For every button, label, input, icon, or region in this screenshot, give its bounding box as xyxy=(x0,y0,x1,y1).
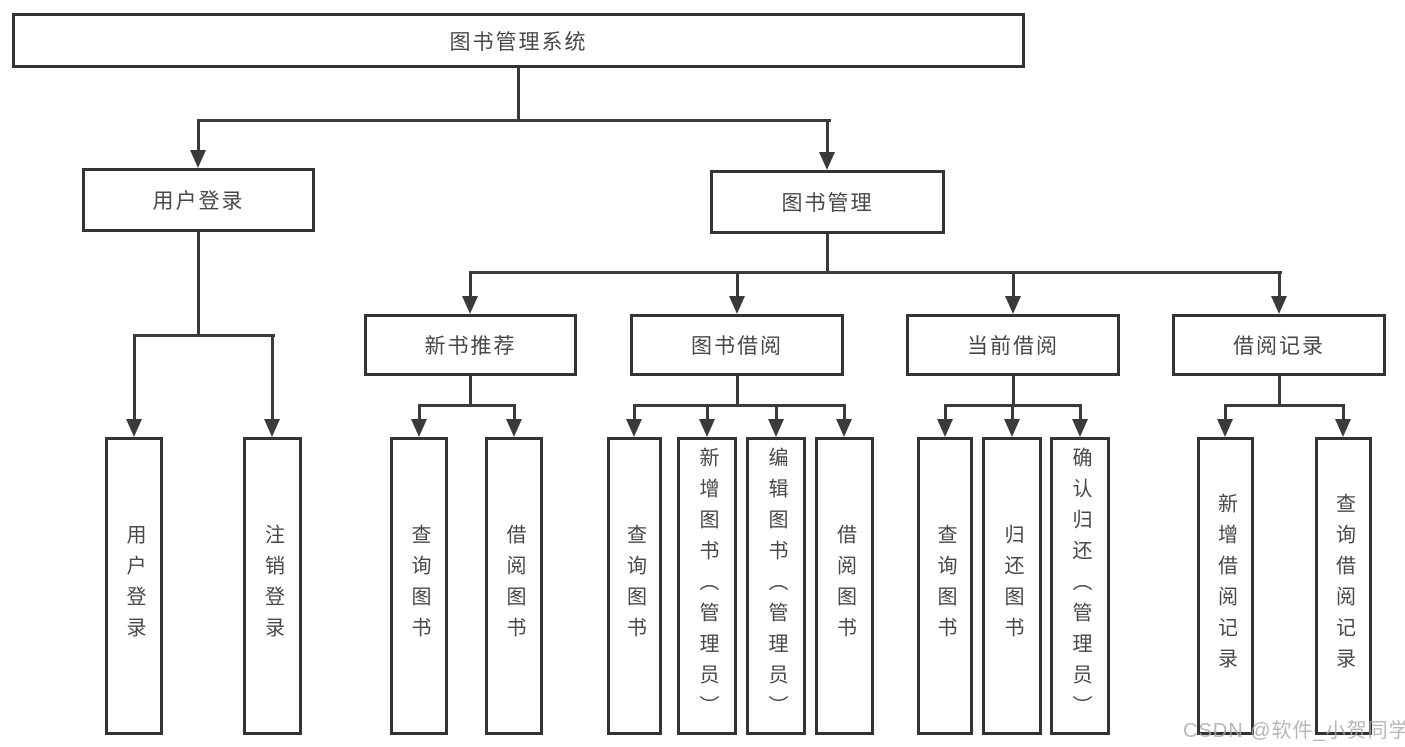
leaf-borrow-add-books-admin: 新增图书（管理员） xyxy=(677,437,737,735)
arrowhead xyxy=(1072,419,1088,437)
connector-line xyxy=(1012,376,1015,407)
leaf-recommend-borrow-books: 借阅图书 xyxy=(485,437,543,735)
node-label: 当前借阅 xyxy=(967,335,1059,358)
node-current-borrowing: 当前借阅 xyxy=(906,314,1120,376)
connector-line xyxy=(513,404,516,421)
connector-line xyxy=(706,404,709,421)
node-label: 图书借阅 xyxy=(691,335,783,358)
leaf-logout: 注销登录 xyxy=(243,437,302,735)
arrowhead xyxy=(836,419,852,437)
connector-line xyxy=(1011,404,1014,421)
connector-line xyxy=(469,271,1282,274)
connector-line xyxy=(418,404,421,421)
connector-line xyxy=(1278,376,1281,406)
connector-line xyxy=(1278,271,1281,298)
connector-line xyxy=(133,334,136,421)
arrowhead xyxy=(462,296,478,314)
arrowhead xyxy=(626,419,642,437)
node-book-management: 图书管理 xyxy=(710,170,945,234)
arrowhead xyxy=(768,419,784,437)
node-label: 借阅图书 xyxy=(833,524,856,648)
connector-line xyxy=(775,404,778,421)
node-label: 确认归还（管理员） xyxy=(1069,446,1091,726)
node-label: 图书管理系统 xyxy=(449,30,588,54)
connector-line xyxy=(469,376,472,406)
leaf-borrow-query-books: 查询图书 xyxy=(607,437,662,735)
leaf-current-return-books: 归还图书 xyxy=(982,437,1042,735)
node-label: 查询图书 xyxy=(408,524,430,648)
connector-line xyxy=(271,334,274,421)
node-label: 用户登录 xyxy=(123,524,145,648)
arrowhead xyxy=(1335,419,1351,437)
arrowhead xyxy=(126,419,142,437)
leaf-records-query-record: 查询借阅记录 xyxy=(1315,437,1372,735)
leaf-recommend-query-books: 查询图书 xyxy=(390,437,448,735)
connector-line xyxy=(197,119,831,122)
leaf-current-confirm-return-admin: 确认归还（管理员） xyxy=(1050,437,1110,735)
connector-line xyxy=(1079,404,1082,421)
csdn-watermark: CSDN @软件_小贺同学 xyxy=(1183,720,1405,742)
node-label: 编辑图书（管理员） xyxy=(765,446,787,726)
node-root-library-system: 图书管理系统 xyxy=(12,13,1025,68)
connector-line xyxy=(826,234,829,274)
connector-line xyxy=(1224,404,1227,421)
node-label: 新增图书（管理员） xyxy=(696,446,718,726)
node-label: 注销登录 xyxy=(261,524,284,648)
connector-line xyxy=(736,271,739,298)
node-borrowing-records: 借阅记录 xyxy=(1172,314,1386,376)
leaf-records-add-record: 新增借阅记录 xyxy=(1197,437,1254,735)
connector-line xyxy=(843,404,846,421)
arrowhead xyxy=(699,419,715,437)
leaf-borrow-borrow-books: 借阅图书 xyxy=(815,437,874,735)
node-label: 新书推荐 xyxy=(424,335,517,358)
connector-line xyxy=(633,404,636,421)
connector-line xyxy=(469,271,472,298)
connector-line xyxy=(133,334,275,337)
arrowhead xyxy=(1271,296,1287,314)
connector-line xyxy=(1342,404,1345,421)
node-label: 用户登录 xyxy=(152,190,245,213)
arrowhead xyxy=(506,419,522,437)
node-label: 查询图书 xyxy=(623,524,646,648)
connector-line xyxy=(197,119,200,152)
connector-line xyxy=(944,404,947,421)
connector-line xyxy=(1224,404,1345,407)
connector-line xyxy=(736,376,739,406)
arrowhead xyxy=(1005,296,1021,314)
connector-line xyxy=(517,68,520,122)
connector-line xyxy=(1012,271,1015,298)
node-label: 图书管理 xyxy=(781,192,874,215)
arrowhead xyxy=(729,296,745,314)
node-label: 查询借阅记录 xyxy=(1332,493,1355,679)
node-new-book-recommend: 新书推荐 xyxy=(364,314,577,376)
arrowhead xyxy=(264,419,280,437)
connector-line xyxy=(633,404,846,407)
leaf-borrow-edit-books-admin: 编辑图书（管理员） xyxy=(746,437,806,735)
node-label: 借阅图书 xyxy=(503,524,525,648)
connector-line xyxy=(418,404,516,407)
leaf-user-login: 用户登录 xyxy=(105,437,163,735)
arrowhead xyxy=(190,150,206,168)
connector-line xyxy=(826,119,829,154)
node-book-borrowing: 图书借阅 xyxy=(630,314,844,376)
connector-line xyxy=(197,232,200,337)
leaf-current-query-books: 查询图书 xyxy=(917,437,973,735)
node-label: 借阅记录 xyxy=(1233,335,1325,358)
node-label: 新增借阅记录 xyxy=(1214,493,1237,679)
arrowhead xyxy=(819,152,835,170)
arrowhead xyxy=(411,419,427,437)
arrowhead xyxy=(1004,419,1020,437)
arrowhead xyxy=(937,419,953,437)
arrowhead xyxy=(1217,419,1233,437)
node-user-login: 用户登录 xyxy=(82,168,315,232)
node-label: 查询图书 xyxy=(934,524,956,648)
node-label: 归还图书 xyxy=(1001,524,1023,648)
